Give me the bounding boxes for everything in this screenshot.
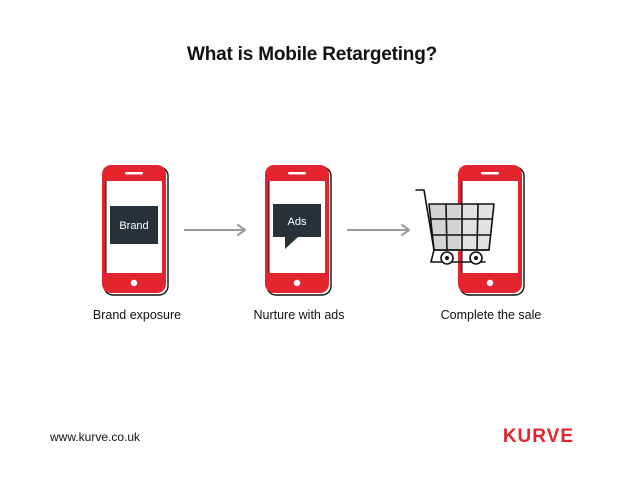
phone-2-home-button (293, 279, 301, 287)
phone-2: Ads (265, 165, 332, 296)
step-3-caption: Complete the sale (440, 308, 542, 322)
phone-1-home-button (130, 279, 138, 287)
arrow-right-icon (347, 224, 410, 236)
speech-bubble-icon: Ads (273, 204, 321, 249)
shopping-cart-icon (415, 189, 495, 265)
step-2-caption: Nurture with ads (253, 308, 345, 322)
diagram-title: What is Mobile Retargeting? (186, 44, 438, 65)
phone-3-speaker (481, 172, 499, 175)
brand-screen-label: Brand (119, 220, 148, 232)
arrow-right-icon (184, 224, 246, 236)
phone-1-speaker (125, 172, 143, 175)
ads-screen-label: Ads (288, 216, 307, 228)
brand-square-icon: Brand (110, 206, 158, 244)
phone-1: Brand (102, 165, 169, 296)
phone-3-home-button (486, 279, 494, 287)
phone-2-speaker (288, 172, 306, 175)
step-1-caption: Brand exposure (92, 308, 182, 322)
footer-url[interactable]: www.kurve.co.uk (50, 430, 141, 444)
kurve-logo: KURVE (502, 426, 574, 447)
